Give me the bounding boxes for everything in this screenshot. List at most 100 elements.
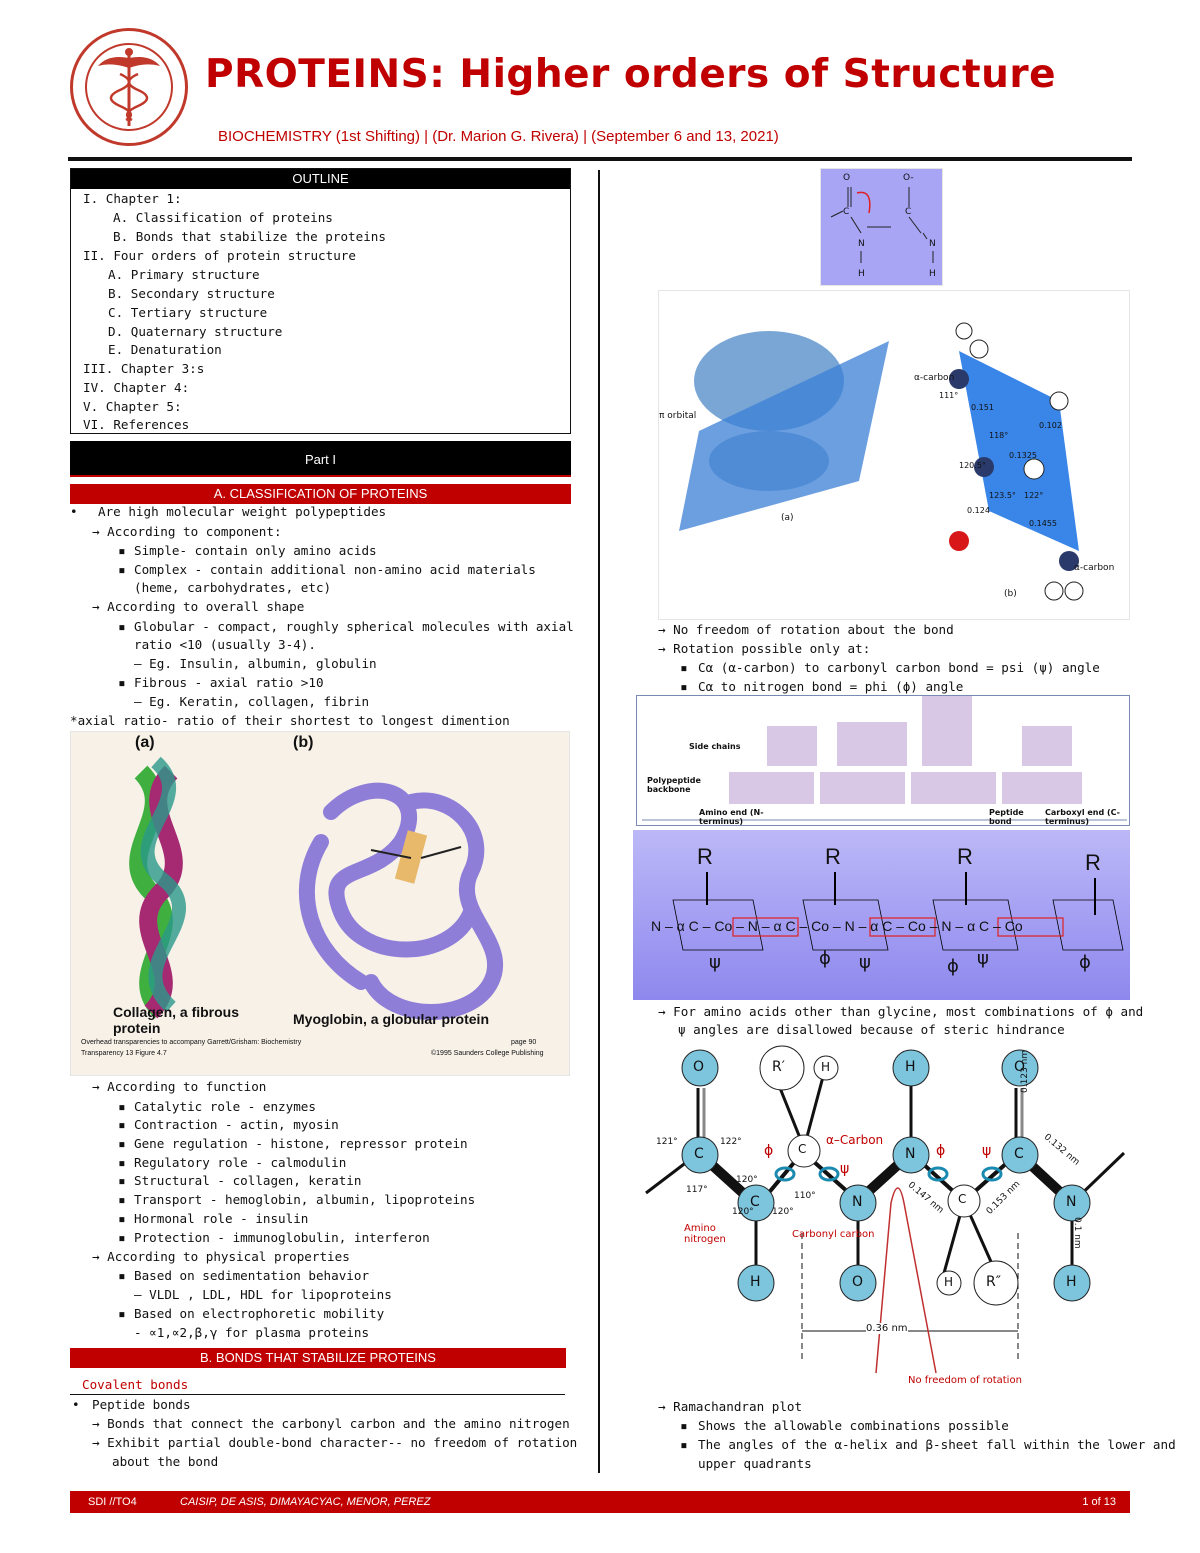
bullet-square: ▪ xyxy=(118,1211,126,1226)
body-line: *axial ratio- ratio of their shortest to… xyxy=(70,713,510,728)
footer-page-number: 1 of 13 xyxy=(1082,1496,1116,1508)
body-line: Shows the allowable combinations possibl… xyxy=(698,1418,1009,1433)
angle-label: 122° xyxy=(1024,491,1044,500)
resonance-figure: O O- C C N N H H xyxy=(820,168,943,286)
atom-label: C xyxy=(1014,1146,1024,1162)
atom-label: O xyxy=(843,173,851,183)
body-line: – Eg. Insulin, albumin, globulin xyxy=(134,656,377,671)
body-line: → Rotation possible only at: xyxy=(658,641,871,656)
figure-copyright: ©1995 Saunders College Publishing xyxy=(431,1050,544,1057)
phi-symbol: ϕ xyxy=(947,956,959,977)
pi-orbital-label: π orbital xyxy=(659,411,697,421)
outline-item: E. Denaturation xyxy=(108,342,222,357)
angle-label: 111° xyxy=(939,391,959,400)
bullet-square: ▪ xyxy=(118,1306,126,1321)
body-line: Fibrous - axial ratio >10 xyxy=(134,675,324,690)
bullet-square: ▪ xyxy=(118,1136,126,1151)
angle-label: 120° xyxy=(732,1207,754,1217)
outline-item: C. Tertiary structure xyxy=(108,305,268,320)
column-divider xyxy=(598,170,600,1473)
amino-nitrogen-label: Amino nitrogen xyxy=(684,1223,726,1245)
bullet-square: ▪ xyxy=(680,679,688,694)
body-line: Cα (α-carbon) to carbonyl carbon bond = … xyxy=(698,660,1100,675)
footer-authors: CAISIP, DE ASIS, DIMAYACYAC, MENOR, PERE… xyxy=(180,1496,431,1508)
angle-label: 120° xyxy=(772,1207,794,1217)
atom-label: H xyxy=(750,1274,761,1290)
angle-label: 120° xyxy=(736,1175,758,1185)
psi-symbol: ψ xyxy=(982,1143,992,1159)
figure-label-a: (a) xyxy=(135,734,155,751)
outline-item: D. Quaternary structure xyxy=(108,324,283,339)
length-label: 0.1 nm xyxy=(1072,1217,1082,1249)
atom-label: N xyxy=(905,1146,916,1162)
body-line: Transport - hemoglobin, albumin, lipopro… xyxy=(134,1192,476,1207)
outline-item: A. Primary structure xyxy=(108,267,260,282)
atom-label: C xyxy=(958,1192,967,1206)
bullet-square: ▪ xyxy=(680,1418,688,1433)
figure-label-b: (b) xyxy=(293,734,314,751)
body-line: Structural - collagen, keratin xyxy=(134,1173,362,1188)
body-line: Simple- contain only amino acids xyxy=(134,543,377,558)
r-label: R xyxy=(957,844,973,869)
atom-label: O xyxy=(852,1274,864,1290)
body-line: (heme, carbohydrates, etc) xyxy=(134,580,332,595)
figure-credit: Transparency 13 Figure 4.7 xyxy=(81,1050,167,1057)
label-carboxyl-end: Carboxyl end (C-terminus) xyxy=(1045,808,1121,826)
bullet-square: ▪ xyxy=(118,562,126,577)
atom-label: O xyxy=(1014,1059,1026,1075)
bullet-dot: • xyxy=(72,1397,80,1412)
body-line: Peptide bonds xyxy=(92,1397,191,1412)
body-line: Gene regulation - histone, repressor pro… xyxy=(134,1136,468,1151)
bullet-square: ▪ xyxy=(118,619,126,634)
protein-illustration xyxy=(129,756,504,1020)
chain-formula: N – α C – Co – N – α C – Co – N – α C – … xyxy=(651,918,1023,934)
header-divider xyxy=(68,157,1132,161)
subheading: Covalent bonds xyxy=(82,1377,189,1392)
subheading-rule xyxy=(70,1394,565,1395)
angle-label: 123.5° xyxy=(989,491,1016,500)
body-line: Based on electrophoretic mobility xyxy=(134,1306,385,1321)
body-line: – VLDL , LDL, HDL for lipoproteins xyxy=(134,1287,392,1302)
bullet-square: ▪ xyxy=(118,1268,126,1283)
caption-collagen: Collagen, a fibrous protein xyxy=(113,1004,240,1036)
bullet-dot: • xyxy=(70,504,78,519)
body-line: Contraction - actin, myosin xyxy=(134,1117,339,1132)
angle-label: 118° xyxy=(989,431,1009,440)
body-line: → According to physical properties xyxy=(92,1249,350,1264)
bullet-square: ▪ xyxy=(118,1230,126,1245)
body-line: → According to overall shape xyxy=(92,599,305,614)
body-line: Protection - immunoglobulin, interferon xyxy=(134,1230,430,1245)
body-line: → Bonds that connect the carbonyl carbon… xyxy=(92,1416,570,1431)
angle-label: 117° xyxy=(686,1185,708,1195)
page-footer: SDI //TO4 CAISIP, DE ASIS, DIMAYACYAC, M… xyxy=(70,1491,1130,1513)
body-line: upper quadrants xyxy=(698,1456,812,1471)
r-label: R xyxy=(1085,850,1101,875)
body-line: Cα to nitrogen bond = phi (ϕ) angle xyxy=(698,679,964,694)
outline-item: II. Four orders of protein structure xyxy=(83,248,356,263)
section-heading: A. CLASSIFICATION OF PROTEINS xyxy=(70,484,571,504)
atom-label: C xyxy=(750,1194,760,1210)
peptide-plane-figure: π orbital (a) (b) α-carbon α-carbon 111°… xyxy=(658,290,1130,620)
carbon-label: α-carbon xyxy=(914,373,955,383)
outline-item: B. Bonds that stabilize the proteins xyxy=(113,229,386,244)
bullet-square: ▪ xyxy=(118,1117,126,1132)
outline-item: V. Chapter 5: xyxy=(83,399,182,414)
phi-psi-chain-figure: R R R R N – α C – Co – N – α C – Co – N … xyxy=(633,830,1130,1000)
panel-label: (a) xyxy=(781,513,794,523)
psi-symbol: ψ xyxy=(977,948,989,969)
angle-label: 110° xyxy=(794,1191,816,1201)
bullet-square: ▪ xyxy=(118,1173,126,1188)
bond-geometry-figure: O R′ H H O C C N C C N C N O H H R″ H α–… xyxy=(636,1043,1130,1396)
distance-label: 0.36 nm xyxy=(866,1323,908,1334)
label-peptide-bond: Peptide bond xyxy=(989,808,1024,826)
polypeptide-backbone-figure: Side chains Polypeptide backbone Amino e… xyxy=(636,695,1130,826)
body-line: → No freedom of rotation about the bond xyxy=(658,622,954,637)
bullet-square: ▪ xyxy=(680,660,688,675)
r-label: R xyxy=(697,844,713,869)
atom-label: N xyxy=(858,239,865,249)
atom-label: H xyxy=(858,269,865,279)
body-line: ratio <10 (usually 3-4). xyxy=(134,637,316,652)
label-side-chains: Side chains xyxy=(689,742,741,751)
body-line: Complex - contain additional non-amino a… xyxy=(134,562,536,577)
atom-label: R″ xyxy=(986,1274,1001,1290)
